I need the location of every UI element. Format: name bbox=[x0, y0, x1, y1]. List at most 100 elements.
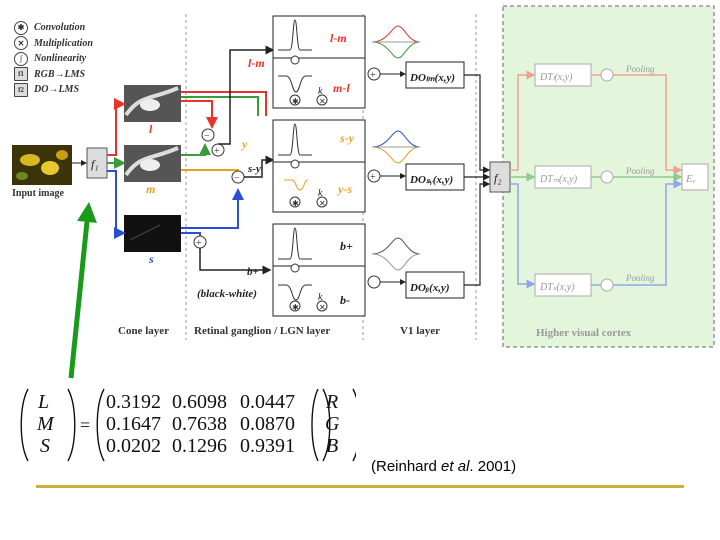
section-cone: Cone layer bbox=[118, 325, 169, 337]
cone-image-m bbox=[124, 145, 181, 182]
legend: ✱ Convolution ✕ Multiplication ∫ Nonline… bbox=[14, 20, 93, 98]
svg-text:+: + bbox=[370, 70, 376, 81]
do-b-label: DOᵦ(x,y) bbox=[409, 282, 450, 294]
section-retinal: Retinal ganglion / LGN layer bbox=[194, 325, 330, 337]
opponent-curve-b bbox=[371, 237, 421, 271]
svg-text:✱: ✱ bbox=[292, 97, 299, 106]
matrix-cell: 0.0202 bbox=[106, 435, 161, 457]
wire-yellow bbox=[181, 169, 239, 180]
ganglion-sy-label: s-y bbox=[247, 163, 261, 175]
legend-label: RGB→LMS bbox=[34, 68, 86, 80]
wire-blue bbox=[181, 188, 244, 229]
svg-text:✱: ✱ bbox=[292, 303, 299, 312]
v1-box-b bbox=[405, 271, 465, 299]
matrix-lhs: S bbox=[40, 435, 50, 457]
f2-box-icon: f2 bbox=[14, 82, 28, 97]
arrow bbox=[464, 74, 491, 174]
equals-sign: = bbox=[80, 415, 90, 435]
citation: (Reinhard et al. 2001) bbox=[371, 458, 516, 475]
arrow-red bbox=[107, 98, 126, 156]
matrix-cell: 0.1296 bbox=[172, 435, 227, 457]
matrix-cell: 0.9391 bbox=[240, 435, 295, 457]
lgn-box-b: ✱ ✕ bbox=[272, 223, 366, 317]
legend-label: Convolution bbox=[34, 22, 86, 34]
section-higher: Higher visual cortex bbox=[536, 327, 632, 339]
nonlinearity-node bbox=[600, 170, 614, 184]
nonlinearity-icon: ∫ bbox=[14, 51, 28, 66]
svg-text:✱: ✱ bbox=[292, 199, 299, 208]
nonlinearity-node bbox=[600, 68, 614, 82]
legend-row-multiplication: ✕ Multiplication bbox=[14, 36, 93, 52]
matrix-cell: 0.0447 bbox=[240, 391, 295, 413]
arrow bbox=[218, 45, 275, 145]
output-box bbox=[681, 163, 709, 191]
matrix-cell: 0.1647 bbox=[106, 413, 161, 435]
svg-text:✕: ✕ bbox=[319, 303, 326, 312]
svg-text:+: + bbox=[214, 146, 220, 157]
wire-red bbox=[181, 100, 218, 129]
multiplication-icon: ✕ bbox=[14, 36, 28, 51]
citation-suffix: . 2001) bbox=[469, 458, 517, 475]
wire-green bbox=[181, 143, 211, 156]
legend-label: Nonlinearity bbox=[34, 53, 87, 65]
svg-text:+: + bbox=[196, 238, 202, 249]
arrow-light-red bbox=[510, 70, 536, 171]
cone-l-label: l bbox=[149, 122, 153, 136]
legend-row-nonlinearity: ∫ Nonlinearity bbox=[14, 51, 93, 67]
cone-image-l bbox=[124, 85, 181, 122]
matrix-cell: 0.3192 bbox=[106, 391, 161, 413]
b-minus-label: b- bbox=[340, 293, 350, 307]
matrix-rhs: R bbox=[325, 391, 338, 413]
k-label: k bbox=[318, 292, 323, 303]
opponent-curve-lm bbox=[371, 25, 421, 59]
matrix-rhs: B bbox=[326, 435, 338, 457]
f1-label: f₁ bbox=[91, 157, 99, 171]
k-label: k bbox=[318, 86, 323, 97]
matrix-cell: 0.0870 bbox=[240, 413, 295, 435]
input-image-label: Input image bbox=[12, 188, 65, 199]
do-sy-label: DOₛᵧ(x,y) bbox=[409, 174, 453, 186]
input-image bbox=[12, 145, 72, 185]
dt-m-label: DTₘ(x,y) bbox=[539, 174, 578, 185]
section-v1: V1 layer bbox=[400, 325, 440, 337]
black-white-label: (black-white) bbox=[197, 288, 257, 300]
lm-left-label: l-m bbox=[248, 56, 265, 70]
svg-text:✕: ✕ bbox=[319, 199, 326, 208]
v1-box-lm bbox=[405, 61, 465, 89]
cone-image-s bbox=[124, 215, 181, 252]
cone-s-label: s bbox=[148, 252, 154, 266]
pooling-label: Pooling bbox=[625, 166, 655, 176]
bottom-rule bbox=[36, 485, 684, 488]
do-lm-label: DOₗₘ(x,y) bbox=[409, 72, 455, 84]
wire-green bbox=[181, 96, 259, 116]
plus-node bbox=[367, 275, 381, 289]
convolution-icon: ✱ bbox=[14, 20, 28, 35]
legend-row-convolution: ✱ Convolution bbox=[14, 20, 93, 36]
dt-s-label: DTₛ(x,y) bbox=[539, 282, 575, 293]
b-plus-label: b+ bbox=[247, 266, 259, 278]
legend-label: DO→LMS bbox=[34, 84, 80, 96]
sy-right-label: s-y bbox=[339, 131, 355, 145]
ganglion-y-label: y bbox=[240, 137, 248, 151]
matrix-lhs: L bbox=[37, 391, 49, 413]
matrix-cell: 0.7638 bbox=[172, 413, 227, 435]
legend-row-rgb-lms: f1 RGB→LMS bbox=[14, 67, 93, 83]
svg-text:✕: ✕ bbox=[319, 97, 326, 106]
arrow bbox=[244, 155, 275, 178]
arrow-light-blue bbox=[510, 183, 536, 289]
cone-m-label: m bbox=[146, 182, 155, 196]
f1-box-icon: f1 bbox=[14, 67, 28, 82]
svg-text:−: − bbox=[234, 173, 240, 184]
matrix-rhs: G bbox=[325, 413, 340, 435]
arrow bbox=[464, 180, 491, 286]
lm-top-label: l-m bbox=[330, 31, 347, 45]
annotation-arrow bbox=[68, 202, 97, 379]
legend-row-do-lms: f2 DO→LMS bbox=[14, 82, 93, 98]
rgb-to-lms-matrix: L M S = 0.3192 0.6098 0.0447 0.1647 0.76… bbox=[20, 388, 356, 462]
nonlinearity-node bbox=[600, 278, 614, 292]
matrix-lhs: M bbox=[36, 413, 55, 435]
pooling-label: Pooling bbox=[625, 64, 655, 74]
wire-black bbox=[199, 248, 272, 275]
